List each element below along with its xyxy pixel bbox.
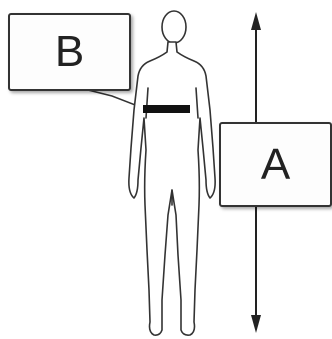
figure-head	[161, 10, 187, 44]
figure-right-arm-crease	[195, 87, 199, 119]
height-arrow-top-head	[251, 12, 261, 30]
label-box-b: B	[8, 13, 131, 91]
figure-body	[128, 41, 216, 336]
leader-line-b	[87, 89, 144, 109]
label-a-text: A	[260, 139, 291, 189]
chest-measurement-band	[143, 105, 190, 113]
label-box-a: A	[219, 122, 332, 207]
human-figure	[128, 10, 216, 336]
label-b-text: B	[54, 27, 85, 76]
height-arrow-bottom-head	[251, 315, 261, 333]
